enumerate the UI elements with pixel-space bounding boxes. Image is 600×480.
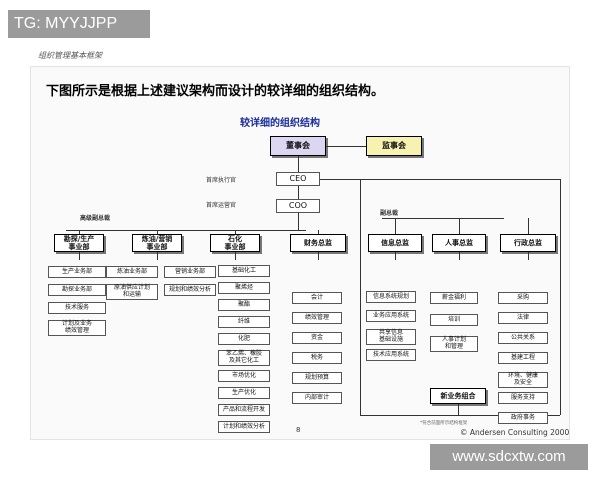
division-header-5: 信息总监 [368, 234, 422, 252]
division-header-0: 勘探/生产 事业部 [54, 234, 104, 252]
division-7-item-2: 公共关系 [498, 332, 548, 344]
coo-box: COO [276, 199, 320, 213]
footnote: *符合前面所示结构框架 [420, 421, 468, 426]
division-3-item-2: 聚酯 [218, 299, 270, 311]
connector-line [395, 218, 396, 234]
division-0-item-0: 生产业务部 [48, 266, 106, 278]
board-box: 董事会 [270, 136, 326, 156]
right-bus-line [382, 218, 504, 219]
division-3-item-1: 聚烯烃 [218, 282, 270, 294]
division-5-item-1: 业务应用系统 [366, 310, 416, 322]
division-header-6: 人事总监 [432, 234, 486, 252]
connector-line [528, 252, 529, 260]
connector-line [235, 252, 236, 260]
bottom-watermark: www.sdcxtw.com [430, 444, 588, 470]
slide-headline: 下图所示是根据上述建议架构而设计的较详细的组织结构。 [46, 84, 385, 99]
division-7-item-0: 采购 [498, 292, 548, 304]
division-3-item-0: 基础化工 [218, 265, 270, 277]
connector-line [458, 404, 459, 415]
division-6-item-1: 培训 [430, 314, 478, 326]
connector-line [298, 186, 299, 200]
division-7-item-3: 基建工程 [498, 352, 548, 364]
division-1-item-1: 原油供应计划 和运输 [106, 284, 158, 300]
division-0-item-1: 勘探业务部 [48, 284, 106, 296]
connector-line [360, 179, 361, 415]
division-3-item-9: 计划和绩效分析 [218, 421, 270, 433]
division-2-item-0: 营销业务部 [164, 266, 216, 278]
division-header-1: 炼油/营销 事业部 [132, 234, 182, 252]
division-3-item-8: 产品和流程开发 [218, 404, 270, 416]
division-4-item-3: 税务 [292, 352, 342, 364]
connector-line [318, 230, 319, 234]
connector-line [360, 415, 560, 416]
vp-label: 副总裁 [380, 210, 399, 217]
ceo-label: 首席执行官 [206, 177, 237, 184]
division-7-item-1: 法律 [498, 312, 548, 324]
division-4-item-0: 会计 [292, 292, 342, 304]
connector-line [360, 179, 560, 180]
connector-line [395, 252, 396, 260]
division-header-7: 行政总监 [500, 234, 556, 252]
division-4-item-5: 内部审计 [292, 392, 342, 404]
division-3-item-7: 生产优化 [218, 387, 270, 399]
connector-line [79, 230, 80, 234]
connector-line [157, 230, 158, 234]
division-3-item-3: 纤维 [218, 316, 270, 328]
top-watermark: TG: MYYJJPP [8, 10, 150, 38]
division-1-item-0: 炼油业务部 [106, 266, 158, 278]
connector-line [235, 230, 236, 234]
connector-line [157, 252, 158, 260]
board-supervisors-line [326, 146, 366, 147]
new-business-box: 新业务组合 [430, 388, 486, 404]
division-3-item-5: 苯乙烯、橡胶 及其它化工 [218, 350, 270, 366]
chart-title: 较详细的组织结构 [240, 118, 320, 129]
division-4-item-4: 规划预算 [292, 372, 342, 384]
connector-line [560, 179, 561, 415]
division-2-item-1: 规划和绩效分析 [164, 284, 216, 296]
division-7-item-5: 服务支持 [498, 392, 548, 404]
division-3-item-4: 化肥 [218, 333, 270, 345]
connector-line [298, 156, 299, 174]
connector-line [298, 213, 299, 230]
connector-line [528, 218, 529, 234]
senior-vp-label: 高级副总裁 [80, 215, 111, 222]
slide-header: 组织管理基本框架 [38, 51, 102, 60]
division-6-item-2: 人事计划 和管理 [430, 336, 478, 352]
connector-line [318, 252, 319, 260]
division-4-item-2: 资金 [292, 332, 342, 344]
ceo-box: CEO [276, 172, 320, 186]
division-6-item-0: 薪金福利 [430, 292, 478, 304]
coo-label: 首席运营官 [206, 202, 237, 209]
division-5-item-2: 共享信息 基础设施 [366, 329, 416, 345]
division-3-item-6: 市场优化 [218, 370, 270, 382]
division-4-item-1: 绩效管理 [292, 312, 342, 324]
connector-line [320, 179, 360, 180]
connector-line [459, 252, 460, 260]
division-7-item-4: 环境、健康 及安全 [498, 372, 548, 388]
division-5-item-3: 技术应用系统 [366, 349, 416, 361]
copyright: © Andersen Consulting 2000 [460, 428, 570, 437]
division-header-4: 财务总监 [290, 234, 346, 252]
page-number: 8 [296, 426, 301, 434]
division-header-3: 石化 事业部 [210, 234, 260, 252]
connector-line [459, 218, 460, 234]
division-7-item-6: 政府事务 [498, 412, 548, 424]
connector-line [79, 252, 80, 260]
division-5-item-0: 信息系统规划 [366, 291, 416, 303]
left-bus-line [66, 230, 306, 231]
division-0-item-3: 计划及业务 绩效管理 [48, 320, 106, 336]
supervisors-box: 监事会 [366, 136, 422, 156]
division-0-item-2: 技术服务 [48, 302, 106, 314]
